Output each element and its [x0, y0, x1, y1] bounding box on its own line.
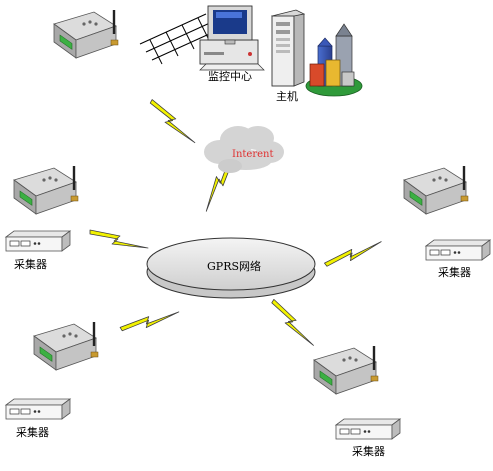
- gprs-network-hub: [146, 237, 316, 299]
- lightning-icon: [143, 99, 204, 144]
- server-tower-icon: [270, 9, 306, 87]
- collector-device-icon: [5, 398, 71, 420]
- city-buildings-icon: [305, 23, 363, 97]
- cloud-icon: [204, 126, 284, 173]
- collector-label: 采集器: [352, 445, 385, 458]
- lightning-icon: [263, 298, 324, 346]
- collector-label: 采集器: [438, 266, 471, 279]
- lightning-icon: [119, 296, 180, 344]
- dtu-modem-icon: [12, 164, 80, 216]
- lightning-icon: [324, 227, 382, 278]
- collector-device-icon: [335, 418, 401, 440]
- collector-device-icon: [425, 239, 491, 261]
- gprs-network-label: GPRS网络: [207, 260, 262, 273]
- lightning-icon: [89, 229, 149, 249]
- dtu-modem-icon: [32, 320, 100, 372]
- internet-label: Interent: [232, 149, 274, 160]
- dtu-modem-icon: [52, 8, 120, 60]
- host-label: 主机: [276, 90, 298, 103]
- collector-label: 采集器: [16, 426, 49, 439]
- dtu-modem-icon: [312, 344, 380, 396]
- antenna-grid-icon: [139, 13, 219, 65]
- monitor-center-label: 监控中心: [208, 70, 252, 83]
- collector-label: 采集器: [14, 258, 47, 271]
- monitor-computer-icon: [199, 5, 265, 71]
- dtu-modem-icon: [402, 164, 470, 216]
- collector-device-icon: [5, 230, 71, 252]
